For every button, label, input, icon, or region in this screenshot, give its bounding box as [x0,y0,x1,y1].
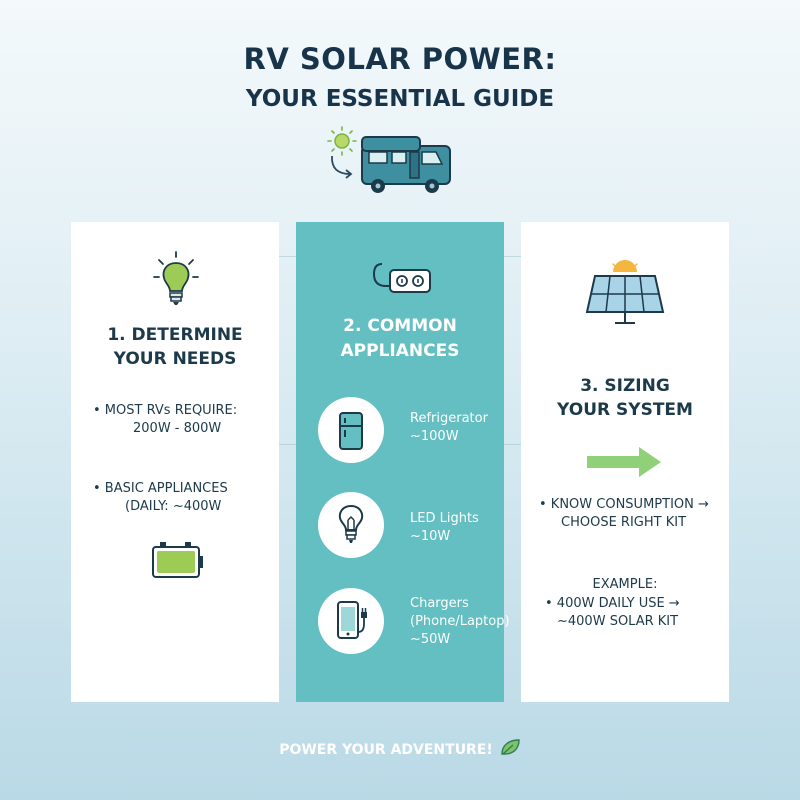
title-line-2: YOUR ESSENTIAL GUIDE [245,86,555,112]
sun-icon [327,126,357,156]
power-outlet-icon [372,263,431,293]
rv-icon [361,136,451,193]
rv-sun-illustration [327,126,451,193]
panel-heading-line-1: 3. SIZING [580,376,670,396]
bullet-rv-requirement: • MOST RVs REQUIRE: 200W - 800W [93,403,238,436]
appliance-chargers: Chargers (Phone/Laptop) ~50W [410,596,510,647]
refrigerator-icon [339,412,363,450]
leaf-icon [501,739,520,755]
footer-tagline: POWER YOUR ADVENTURE! [0,737,800,758]
battery-icon [152,542,203,578]
arrow-right-icon [587,447,661,477]
appliance-led-lights: LED Lights ~10W [410,511,479,544]
bullet-know-consumption: • KNOW CONSUMPTION → CHOOSE RIGHT KIT [539,497,709,530]
panel-heading-line-2: YOUR SYSTEM [557,400,693,420]
divider [504,444,521,445]
divider [279,444,296,445]
panel-heading-line-2: YOUR NEEDS [113,349,237,369]
refrigerator-badge [318,397,384,463]
example-label: EXAMPLE: [592,577,658,592]
panel-determine-needs: 1. DETERMINE YOUR NEEDS • MOST RVs REQUI… [71,222,279,702]
bullet-basic-appliances: • BASIC APPLIANCES (DAILY: ~400W [93,481,228,514]
charger-badge [318,588,384,654]
solar-panel-icon [585,260,665,324]
light-bulb-icon [153,251,199,305]
panel-common-appliances: 2. COMMON APPLIANCES Refrigerator ~100W … [296,222,510,702]
light-bulb-icon [338,504,364,543]
panel-heading-line-1: 1. DETERMINE [107,325,243,345]
panel-heading-line-1: 2. COMMON [343,316,457,336]
phone-charger-icon [337,601,367,639]
title-line-1: RV SOLAR POWER: [243,42,557,76]
bullet-example: • 400W DAILY USE → ~400W SOLAR KIT [545,596,680,629]
panel-sizing-system: 3. SIZING YOUR SYSTEM • KNOW CONSUMPTION… [521,222,729,702]
divider [279,256,296,257]
appliance-refrigerator: Refrigerator ~100W [410,411,488,444]
led-light-badge [318,492,384,558]
panel-heading-line-2: APPLIANCES [340,341,460,361]
divider [504,256,521,257]
curved-arrow-icon [331,155,351,175]
